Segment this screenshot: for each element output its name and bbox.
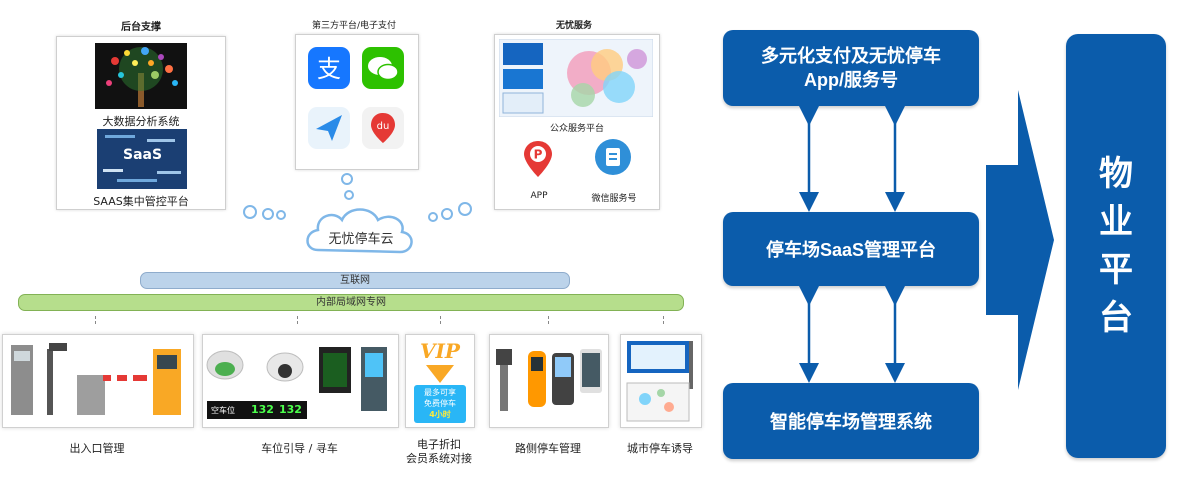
backend-panel: 大数据分析系统 SaaS SAAS集中管控平台 (56, 36, 226, 210)
top-box-line-2: App/服务号 (804, 70, 898, 90)
bottom-box-label: 智能停车场管理系统 (770, 412, 932, 432)
arrows-middle-bottom (799, 286, 905, 383)
bigdata-tree-image (95, 43, 187, 109)
parking-app-icon[interactable]: P (521, 139, 555, 179)
city-guidance-devices (620, 334, 702, 428)
top-box: 多元化支付及无忧停车 App/服务号 (723, 30, 979, 106)
navigation-icon[interactable] (308, 107, 350, 149)
baidu-map-icon[interactable]: du (362, 107, 404, 149)
vip-line-1: 最多可享 (424, 388, 456, 397)
thirdparty-title: 第三方平台/电子支付 (311, 21, 397, 31)
vip-title: VIP (420, 339, 460, 363)
worry-free-title: 无忧服务 (555, 21, 592, 31)
led-value-2: 132 (279, 403, 302, 416)
led-label: 空车位 (211, 406, 235, 415)
property-char-3: 平 (1099, 250, 1133, 290)
middle-box: 停车场SaaS管理平台 (723, 212, 979, 286)
property-platform-box: 物 业 平 台 (1066, 34, 1166, 458)
roadside-devices (489, 334, 609, 428)
bottom-box: 智能停车场管理系统 (723, 383, 979, 459)
property-char-1: 物 (1099, 154, 1133, 194)
public-platform-screenshot (499, 39, 653, 117)
big-right-arrow (986, 90, 1054, 390)
property-char-2: 业 (1099, 202, 1133, 242)
entrance-devices (2, 334, 194, 428)
bubble (262, 208, 274, 220)
group-label-vip-2: 会员系统对接 (406, 452, 472, 465)
group-label-entrance: 出入口管理 (69, 442, 125, 455)
intranet-bar: 内部局域网专网 (18, 294, 684, 311)
cloud-label: 无忧停车云 (328, 232, 394, 247)
bigdata-caption: 大数据分析系统 (102, 115, 180, 128)
bubble (441, 208, 453, 220)
bubble (243, 205, 257, 219)
saas-image: SaaS (97, 129, 187, 189)
vip-devices: VIP 最多可享 免费停车 4小时 (405, 334, 475, 428)
group-label-city: 城市停车诱导 (627, 442, 693, 455)
thirdparty-panel: 支 du (295, 34, 419, 170)
led-value-1: 132 (251, 403, 274, 416)
bubble (428, 212, 438, 222)
group-label-guidance: 车位引导 / 寻车 (261, 442, 338, 455)
saas-caption: SAAS集中管控平台 (93, 195, 189, 208)
bubble (341, 173, 353, 185)
vip-line-2: 免费停车 (424, 399, 456, 408)
group-label-vip-1: 电子折扣 (417, 438, 461, 451)
backend-title: 后台支撑 (121, 22, 161, 33)
saas-word: SaaS (123, 147, 163, 163)
bubble (458, 202, 472, 216)
worry-free-panel: 公众服务平台 P APP 微信服务号 (494, 34, 660, 210)
baidu-label: du (377, 121, 390, 132)
property-char-4: 台 (1099, 298, 1133, 338)
wechat-service-icon[interactable] (595, 139, 631, 175)
arrows-top-middle (799, 106, 905, 212)
middle-box-label: 停车场SaaS管理平台 (765, 240, 937, 260)
alipay-icon[interactable]: 支 (308, 47, 350, 89)
guidance-devices: 空车位 132 132 (202, 334, 399, 428)
cloud-shape (306, 208, 413, 254)
vip-line-3: 4小时 (429, 410, 451, 419)
wechat-pay-icon[interactable] (362, 47, 404, 89)
app-caption: APP (530, 191, 548, 201)
internet-bar: 互联网 (140, 272, 570, 289)
public-platform-caption: 公众服务平台 (549, 124, 604, 134)
vip-card: 最多可享 免费停车 4小时 (414, 385, 466, 423)
svg-text:支: 支 (317, 55, 341, 83)
svg-text:P: P (534, 148, 543, 162)
group-label-roadside: 路侧停车管理 (515, 442, 581, 455)
bubble (344, 190, 354, 200)
wechat-service-caption: 微信服务号 (591, 194, 637, 204)
top-box-line-1: 多元化支付及无忧停车 (761, 46, 941, 66)
bubble (276, 210, 286, 220)
